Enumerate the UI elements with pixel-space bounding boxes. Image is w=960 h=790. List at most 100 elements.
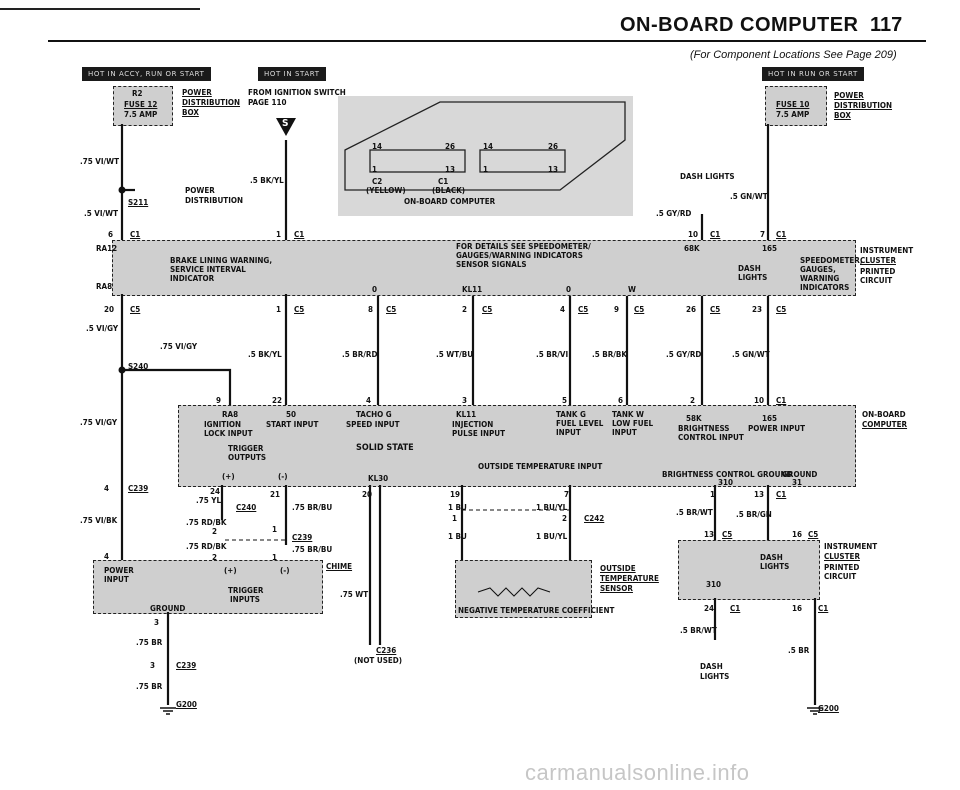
comp-plus: (+) — [222, 472, 235, 481]
wire-label-1buyl2: 1 BU/YL — [536, 532, 568, 541]
conn-c239-a: C239 — [128, 484, 149, 493]
pin-4: 4 — [560, 305, 566, 314]
fuse-right-pdb-1: POWER — [834, 91, 864, 100]
comp-tank-1: TANK G — [556, 410, 586, 419]
wire-yl-rd — [220, 485, 288, 545]
comp-trigger-2: OUTPUTS — [228, 453, 267, 462]
chime-minus: (-) — [280, 566, 290, 575]
on-board-computer-panel — [178, 405, 856, 487]
comp-label-1: ON-BOARD — [862, 410, 906, 419]
fuse-right-amp: 7.5 AMP — [776, 110, 810, 119]
comp-power: POWER INPUT — [748, 424, 806, 433]
wire-label-5brwt: .5 BR/WT — [676, 508, 713, 517]
pin-21: 21 — [270, 490, 281, 499]
brake-2: SERVICE INTERVAL — [170, 265, 246, 274]
pin-4c: 4 — [104, 484, 110, 493]
cluster-165: 165 — [762, 244, 778, 253]
wire-label-75br: .75 BR — [136, 638, 163, 647]
conn-c5-g: C5 — [710, 305, 721, 314]
wire-label-5br: .5 BR — [788, 646, 810, 655]
module-pin-14b: 14 — [483, 142, 494, 151]
comp-start: START INPUT — [266, 420, 319, 429]
fuse-box-left — [113, 86, 173, 126]
module-pin-13b: 13 — [548, 165, 559, 174]
pin-2e: 2 — [562, 514, 568, 523]
wire-label-1buyl: 1 BU/YL — [536, 503, 568, 512]
wire-label-5gnwt2: .5 GN/WT — [732, 350, 770, 359]
chime-trigger-2: INPUTS — [230, 595, 260, 604]
comp-31: 31 — [792, 478, 803, 487]
hot-bar-left: HOT IN ACCY, RUN OR START — [82, 67, 211, 81]
sensor-label-3: SENSOR — [600, 584, 633, 593]
conn-c5-d: C5 — [482, 305, 493, 314]
sensor-label-1: OUTSIDE — [600, 564, 636, 573]
fuse-left-label: FUSE 12 — [124, 100, 158, 109]
fuse-left-amp: 7.5 AMP — [124, 110, 158, 119]
conn-c236: C236 — [376, 646, 397, 655]
cluster-bot-label-1: INSTRUMENT — [824, 542, 878, 551]
page-title: ON-BOARD COMPUTER — [620, 14, 859, 36]
conn-c1-b: C1 — [294, 230, 305, 239]
pin-26: 26 — [686, 305, 697, 314]
wire-label-5brwt2: .5 BR/WT — [680, 626, 717, 635]
wire-label-5brvi: .5 BR/VI — [536, 350, 569, 359]
pin-7: 7 — [760, 230, 766, 239]
speedo-2: GAUGES, — [800, 265, 836, 274]
conn-c5-a: C5 — [130, 305, 141, 314]
pin-22: 22 — [272, 396, 283, 405]
module-connector-c1 — [479, 149, 566, 173]
comp-gnd: GROUND — [782, 470, 818, 479]
conn-c5-c: C5 — [386, 305, 397, 314]
chime-plus: (+) — [224, 566, 237, 575]
comp-kl11-1: KL11 — [456, 410, 477, 419]
fuse-right-label: FUSE 10 — [776, 100, 810, 109]
cluster-dash-1: DASH — [738, 264, 761, 273]
pin-6: 6 — [108, 230, 114, 239]
ignition-arrow — [276, 118, 296, 136]
dash-bottom-1: DASH — [700, 662, 723, 671]
comp-kl11-3: PULSE INPUT — [452, 429, 506, 438]
wire-label-75wt: .75 WT — [340, 590, 369, 599]
wire-label-75br2: .75 BR — [136, 682, 163, 691]
conn-c1-e: C1 — [776, 490, 787, 499]
comp-ign-1: IGNITION — [204, 420, 242, 429]
module-pin-1a: 1 — [372, 165, 378, 174]
conn-c1-d: C1 — [776, 230, 787, 239]
wire-label-75vibk: .75 VI/BK — [80, 516, 118, 525]
wire-label-1bu2: 1 BU — [448, 532, 467, 541]
speedo-4: INDICATORS — [800, 283, 850, 292]
brake-1: BRAKE LINING WARNING, — [170, 256, 273, 265]
module-connector-c2 — [369, 149, 466, 173]
speedo-1: SPEEDOMETER, — [800, 256, 863, 265]
pin-13: 13 — [754, 490, 765, 499]
cluster-bot-label-2: CLUSTER — [824, 552, 860, 561]
module-pin-14a: 14 — [372, 142, 383, 151]
module-pin-26a: 26 — [445, 142, 456, 151]
pin-4d: 4 — [104, 552, 110, 561]
comp-kl30: KL30 — [368, 474, 389, 483]
wire-label-5wtbu: .5 WT/BU — [436, 350, 474, 359]
module-pin-1b: 1 — [483, 165, 489, 174]
wire-label-1bu: 1 BU — [448, 503, 467, 512]
details-3: SENSOR SIGNALS — [456, 260, 527, 269]
module-black: (BLACK) — [432, 186, 466, 195]
sensor-ntc: NEGATIVE TEMPERATURE COEFFICIENT — [458, 606, 615, 615]
wire-wt — [368, 485, 382, 645]
pin-16: 16 — [792, 530, 803, 539]
comp-ign-2: LOCK INPUT — [204, 429, 253, 438]
pin-5: 5 — [562, 396, 568, 405]
pin-7b: 7 — [564, 490, 570, 499]
pin-8: 8 — [368, 305, 374, 314]
hot-bar-middle: HOT IN START — [258, 67, 326, 81]
fuse-left-pdb-1: POWER — [182, 88, 212, 97]
wire-label-5bkyl2: .5 BK/YL — [248, 350, 282, 359]
title-rule — [48, 40, 926, 42]
cluster-bot-dash-2: LIGHTS — [760, 562, 790, 571]
comp-bcg: BRIGHTNESS CONTROL GROUND — [662, 470, 793, 479]
pin-20b: 20 — [362, 490, 373, 499]
conn-not-used: (NOT USED) — [354, 656, 403, 665]
pin-10: 10 — [688, 230, 699, 239]
cluster-0a: 0 — [372, 285, 378, 294]
cluster-top-printed-1: PRINTED — [860, 267, 896, 276]
wire-label-75rdbk2: .75 RD/BK — [186, 542, 227, 551]
